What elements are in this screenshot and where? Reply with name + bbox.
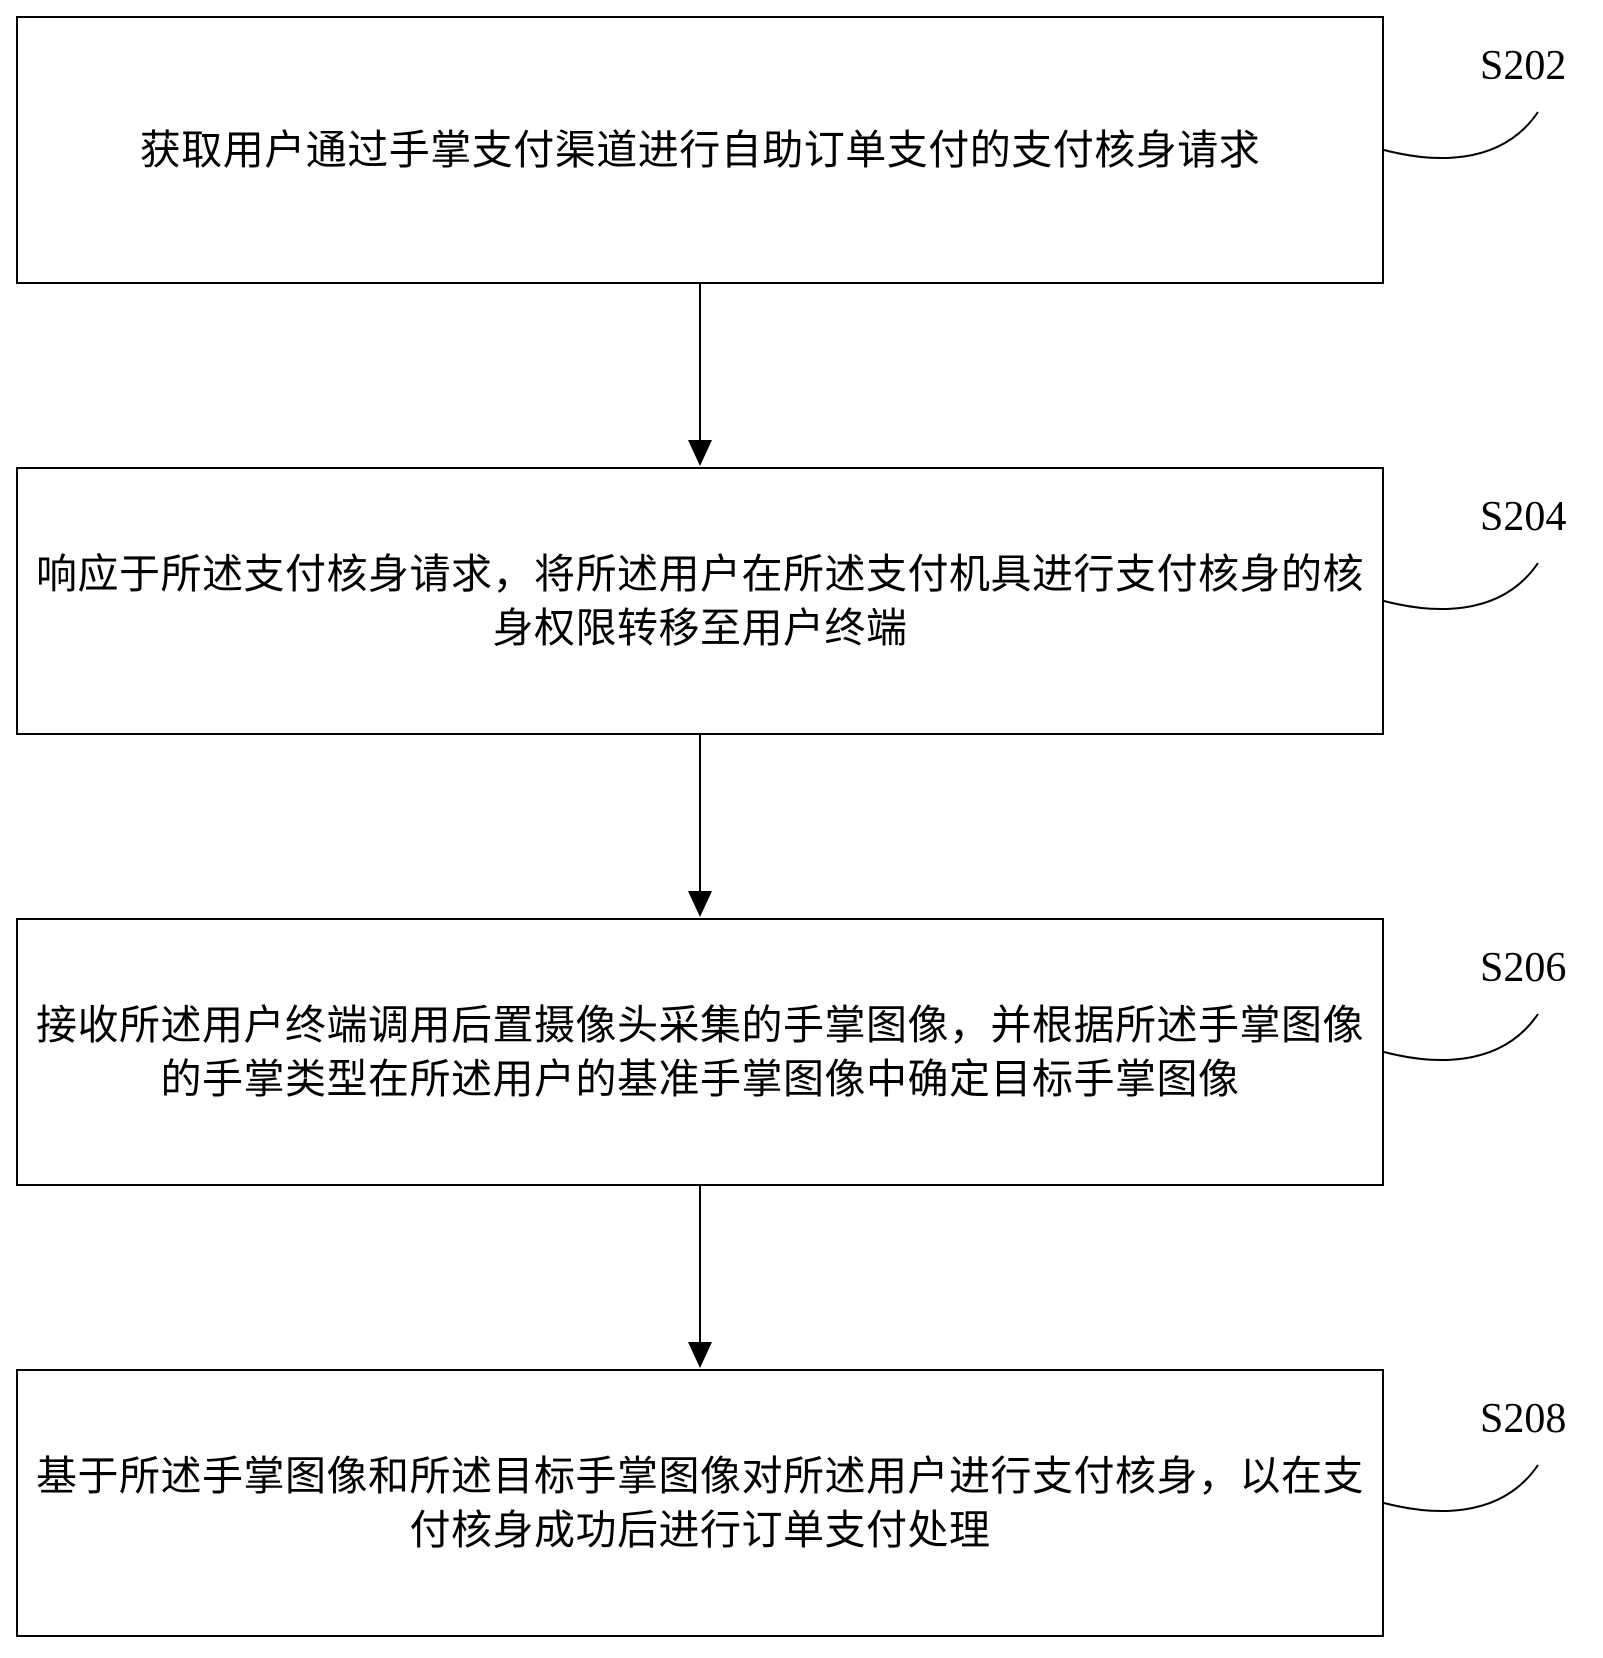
leader-curve-s206 (1383, 1013, 1539, 1062)
step-box-s202: 获取用户通过手掌支付渠道进行自助订单支付的支付核身请求 (16, 16, 1384, 284)
leader-curve-s204 (1383, 562, 1539, 611)
label-leaders (1383, 111, 1539, 1513)
step-box-s206: 接收所述用户终端调用后置摄像头采集的手掌图像，并根据所述手掌图像的手掌类型在所述… (16, 918, 1384, 1186)
step-box-s208: 基于所述手掌图像和所述目标手掌图像对所述用户进行支付核身，以在支付核身成功后进行… (16, 1369, 1384, 1637)
flow-arrowhead-2 (688, 891, 712, 917)
step-label-s204: S204 (1480, 494, 1567, 540)
step-label-s206: S206 (1480, 945, 1567, 991)
step-text-s204: 响应于所述支付核身请求，将所述用户在所述支付机具进行支付核身的核身权限转移至用户… (36, 550, 1364, 652)
step-box-s204: 响应于所述支付核身请求，将所述用户在所述支付机具进行支付核身的核身权限转移至用户… (16, 467, 1384, 735)
leader-curve-s208 (1383, 1464, 1539, 1513)
step-text-s208: 基于所述手掌图像和所述目标手掌图像对所述用户进行支付核身，以在支付核身成功后进行… (36, 1452, 1364, 1554)
flow-arrowhead-1 (688, 440, 712, 466)
flow-arrowhead-3 (688, 1342, 712, 1368)
step-label-s202: S202 (1480, 43, 1567, 89)
step-text-s206: 接收所述用户终端调用后置摄像头采集的手掌图像，并根据所述手掌图像的手掌类型在所述… (36, 1001, 1364, 1103)
step-text-s202: 获取用户通过手掌支付渠道进行自助订单支付的支付核身请求 (139, 126, 1261, 174)
leader-curve-s202 (1383, 111, 1539, 160)
step-label-s208: S208 (1480, 1396, 1567, 1442)
flow-arrows (688, 284, 712, 1368)
